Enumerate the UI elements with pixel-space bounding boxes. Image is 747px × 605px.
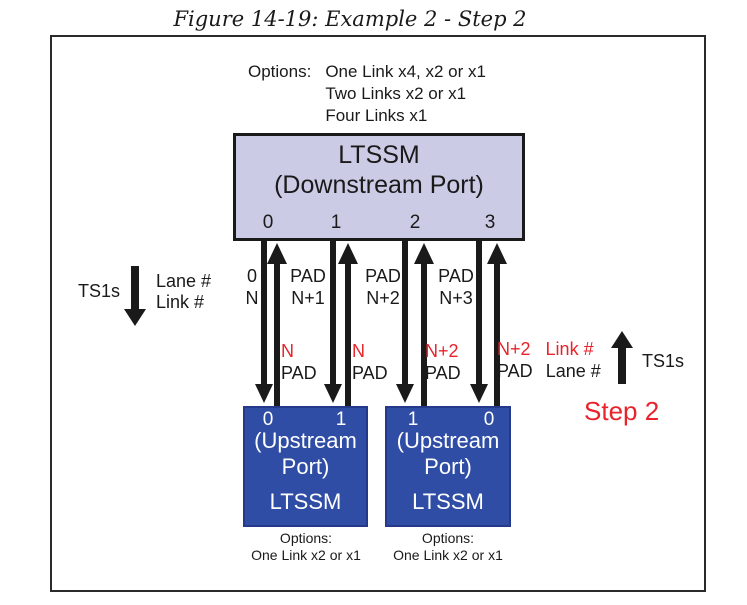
bottom-options-right: Options: One Link x2 or x1 [393, 530, 503, 564]
link-caption-left: Link # [156, 292, 205, 312]
upstream-lane-number: 0 [483, 409, 495, 430]
lower-label-group: N PAD [281, 340, 317, 384]
top-options-line: Four Links x1 [325, 106, 428, 125]
lane-caption-left: Lane # [156, 271, 212, 291]
lane-value: PAD [438, 266, 474, 286]
bottom-options-left: Options: One Link x2 or x1 [251, 530, 361, 564]
ts1s-down-arrow-shaft [131, 266, 139, 310]
lane-value: PAD [365, 266, 401, 286]
downstream-box-subtitle: (Downstream Port) [274, 171, 484, 199]
bottom-options-line: One Link x2 or x1 [393, 547, 503, 563]
upstream-port-box-right [385, 406, 511, 527]
down-arrow-shaft [476, 241, 482, 384]
down-arrow-head-icon [470, 384, 488, 403]
upstream-box-title: LTSSM [412, 489, 484, 514]
upstream-line: (Upstream [254, 428, 357, 453]
lane-value: PAD [281, 363, 317, 383]
upstream-lane-number: 1 [407, 409, 419, 430]
lane-value: PAD [425, 363, 461, 383]
downstream-port-box: LTSSM (Downstream Port) [233, 133, 525, 241]
ts1s-label-left: TS1s [78, 281, 121, 301]
ts1s-label-right: TS1s [642, 351, 685, 371]
up-arrow-shaft [421, 262, 427, 406]
upstream-box-text-left: (Upstream Port) LTSSM [243, 428, 368, 515]
upstream-box-text-right: (Upstream Port) LTSSM [385, 428, 511, 515]
lower-label-group: N PAD [352, 340, 388, 384]
upstream-line: Port) [281, 454, 330, 479]
step-label: Step 2 [584, 396, 660, 426]
upstream-lane-number: 1 [335, 409, 347, 430]
link-value: N+1 [291, 288, 325, 308]
down-arrow-shaft [261, 241, 267, 384]
down-arrow-head-icon [255, 384, 273, 403]
lane-caption: Lane # [545, 361, 601, 381]
top-options-line: Two Links x2 or x1 [325, 84, 467, 103]
lower-label-group: N+2 PAD [425, 340, 461, 384]
downstream-lane-number: 2 [409, 212, 421, 233]
up-arrow-shaft [494, 262, 500, 406]
up-arrow-head-icon [487, 243, 507, 264]
link-row: N+2 Link # [497, 338, 601, 360]
downstream-box-title: LTSSM [338, 141, 420, 169]
top-options-label: Options: [248, 62, 312, 81]
link-value: N [281, 341, 294, 361]
downstream-lane-number: 0 [262, 212, 274, 233]
down-arrow-head-icon [396, 384, 414, 403]
ts1s-down-arrow-head-icon [124, 309, 146, 326]
down-arrow-head-icon [324, 384, 342, 403]
upstream-line: (Upstream [396, 428, 500, 453]
link-value: N+2 [497, 339, 531, 359]
top-options-lines: One Link x4, x2 or x1 Two Links x2 or x1… [325, 61, 486, 127]
lower-label-group: N+2 Link # PAD Lane # [497, 338, 601, 382]
link-value: N+2 [366, 288, 400, 308]
lane-row: PAD Lane # [497, 360, 601, 382]
upper-label-group: PAD N+1 [290, 265, 326, 309]
ts1s-up-arrow-shaft [618, 347, 626, 384]
link-value: N+3 [439, 288, 473, 308]
link-caption: Link # [545, 339, 594, 359]
link-value: N [352, 341, 365, 361]
ts1s-up-arrow-head-icon [611, 331, 633, 348]
downstream-lane-number: 1 [330, 212, 342, 233]
lane-value: PAD [352, 363, 388, 383]
lane-value: 0 [246, 266, 257, 286]
top-options-line: One Link x4, x2 or x1 [325, 62, 486, 81]
lane-value: PAD [497, 361, 533, 381]
up-arrow-head-icon [338, 243, 358, 264]
link-value: N+2 [425, 341, 459, 361]
upstream-lane-number: 0 [262, 409, 274, 430]
bottom-options-line: One Link x2 or x1 [251, 547, 361, 563]
upper-label-group: 0 N [246, 265, 259, 309]
diagram-frame [50, 35, 706, 592]
upper-label-group: PAD N+2 [365, 265, 401, 309]
link-value: N [245, 288, 259, 308]
up-arrow-shaft [274, 262, 280, 406]
upstream-box-title: LTSSM [269, 489, 342, 514]
downstream-lane-number: 3 [484, 212, 496, 233]
figure-caption: Figure 14-19: Example 2 - Step 2 [173, 7, 527, 31]
top-options: Options: One Link x4, x2 or x1 Two Links… [248, 61, 486, 127]
up-arrow-head-icon [414, 243, 434, 264]
down-arrow-shaft [330, 241, 336, 384]
upstream-port-box-left [243, 406, 368, 527]
bottom-options-label: Options: [279, 530, 333, 546]
upstream-line: Port) [424, 454, 472, 479]
down-arrow-shaft [402, 241, 408, 384]
bottom-options-label: Options: [421, 530, 475, 546]
lane-value: PAD [290, 266, 326, 286]
upper-label-group: PAD N+3 [438, 265, 474, 309]
up-arrow-shaft [345, 262, 351, 406]
up-arrow-head-icon [267, 243, 287, 264]
